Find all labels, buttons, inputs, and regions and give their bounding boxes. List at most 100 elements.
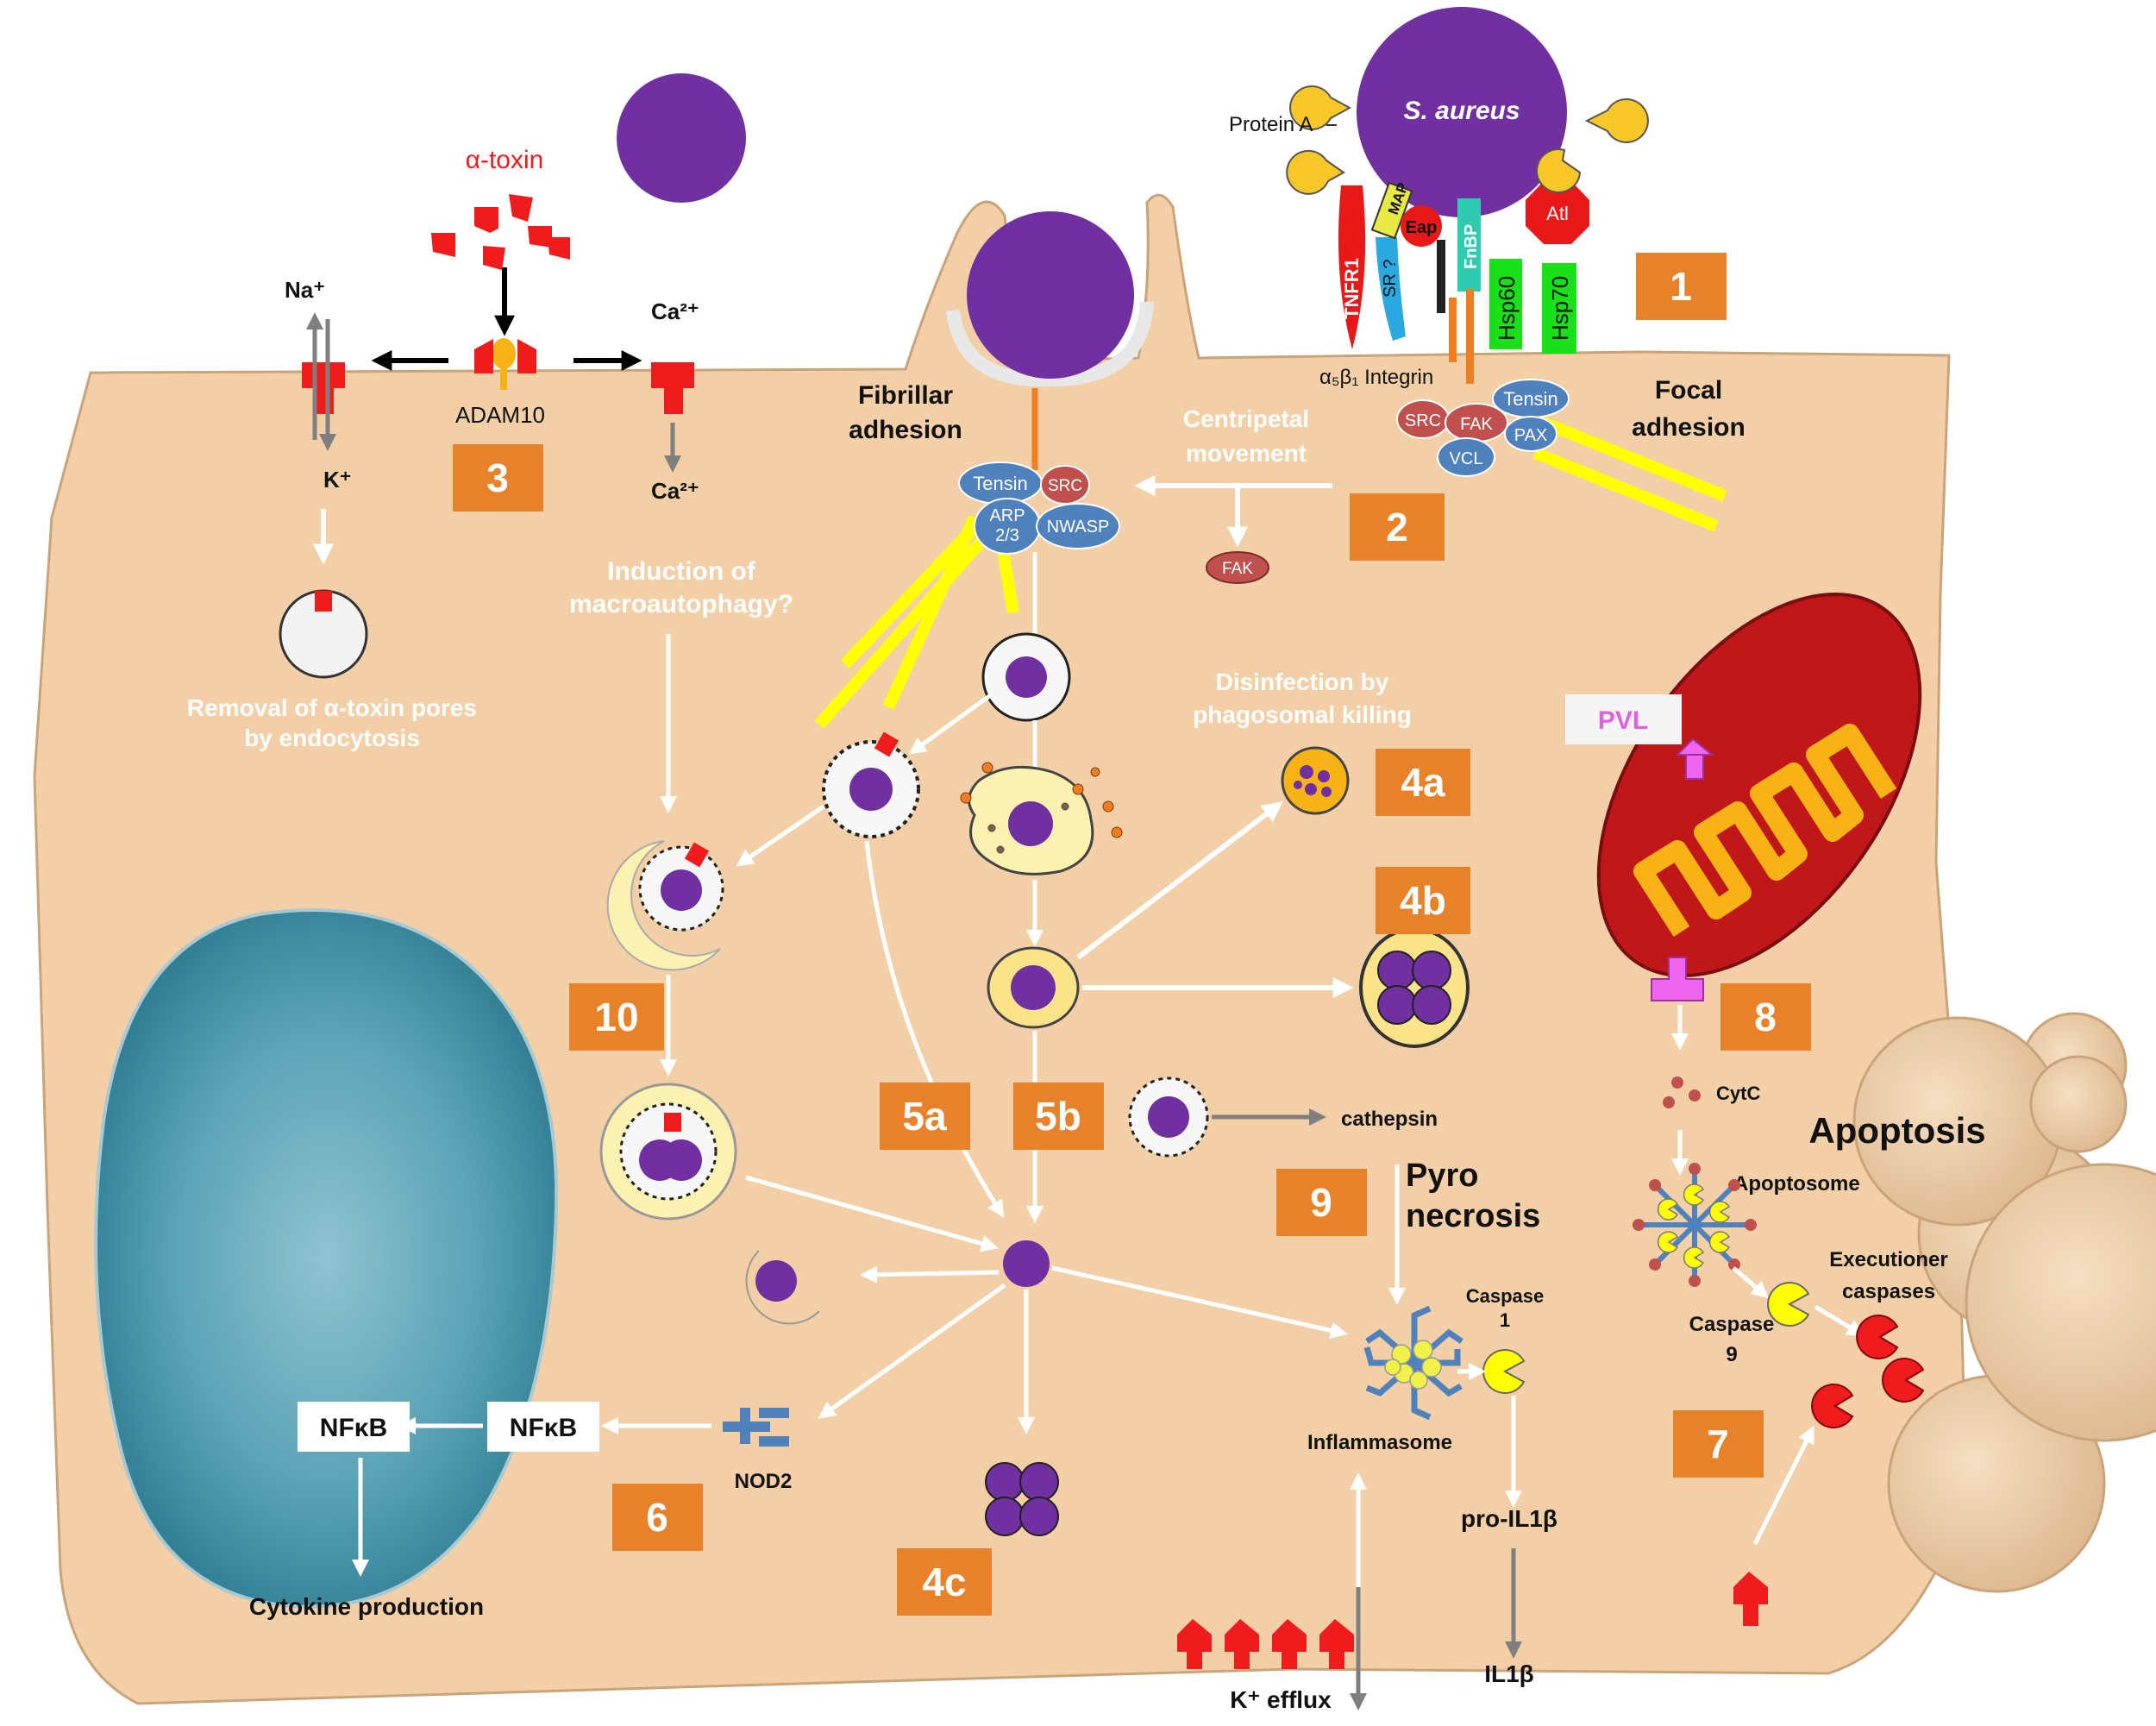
k-label: K⁺ [323,467,352,493]
damaged-vacuole-pore [874,731,899,757]
removal-label-2: by endocytosis [244,725,420,751]
sr-label: SR ? [1381,260,1400,298]
svg-text:4c: 4c [922,1560,966,1604]
executioner-label-2: caspases [1842,1280,1935,1303]
ca-top-label: Ca²⁺ [651,298,699,324]
nfkb-box-right [487,1402,599,1452]
cytosolic-bacterium [1003,1240,1050,1287]
cytc-label: CytC [1716,1083,1760,1104]
svg-text:4a: 4a [1401,760,1445,805]
escape-crescent [745,1250,820,1325]
focal-label-1: Focal [1655,376,1722,405]
cytokine-label: Cytokine production [249,1593,484,1620]
endocytic-pore [315,591,332,612]
fibrillar-adhesion-complex [958,461,1120,555]
fibrillar-cup [946,301,1154,387]
svg-text:7: 7 [1707,1422,1729,1466]
inflammasome-complex [1363,1305,1463,1421]
adam10-stem [500,355,507,390]
removal-label-1: Removal of α-toxin pores [187,694,477,721]
arrow-caspase9-executioner [1814,1304,1865,1337]
nod2-receptor [723,1408,789,1447]
fibrillar-src-label: SRC [1048,477,1082,495]
executioner-caspases [1811,1315,1925,1428]
apoptosome-label: Apoptosome [1733,1172,1860,1196]
inflammasome-label: Inflammasome [1307,1431,1452,1454]
alpha-toxin-label: α-toxin [466,146,544,174]
caspase1-label-1: Caspase [1466,1285,1545,1307]
svg-text:6: 6 [646,1495,668,1540]
arrow-pore-executioner [1752,1425,1814,1546]
integrin-orange [1466,289,1474,384]
step-boxes: 1 2 3 4a 4b 4c 5a 5b 6 7 8 9 10 [453,253,1811,1616]
centripetal-label-2: movement [1186,440,1307,467]
cathepsin-label: cathepsin [1341,1108,1438,1131]
arrow-vacuole-to-damaged [908,692,993,755]
disinfection-label-2: phagosomal killing [1193,701,1412,728]
nod2-label: NOD2 [735,1470,793,1493]
pyro-label-1: Pyro [1406,1158,1478,1194]
fibrillar-bacterium [967,211,1134,379]
eap-label: Eap [1406,218,1438,237]
focal-pax-label: PAX [1514,426,1548,445]
focal-tensin-label: Tensin [1503,388,1558,410]
step-2-box: 2 [1350,493,1445,561]
caspase1-label-2: 1 [1500,1309,1510,1331]
hsp60-receptor [1489,259,1522,349]
focal-src-label: SRC [1405,411,1441,430]
surface-receptors [1338,181,1589,384]
pyro-label-2: necrosis [1406,1198,1540,1234]
black-adapter [1437,240,1445,313]
pvl-label: PVL [1598,706,1648,735]
na-label: Na⁺ [285,277,325,303]
centripetal-label-1: Centripetal [1183,405,1309,432]
svg-text:9: 9 [1310,1180,1332,1225]
adam10-head [492,338,516,369]
atl-label: Atl [1546,203,1569,224]
ca-bottom-label: Ca²⁺ [651,478,699,504]
cytosolic-replicating-bacteria [985,1462,1059,1536]
induction-label-1: Induction of [607,557,756,586]
svg-text:10: 10 [594,995,638,1039]
killing-vesicle [1281,746,1350,815]
svg-text:1: 1 [1670,264,1692,309]
fibrillar-label-2: adhesion [849,416,962,444]
step-5a-box: 5a [880,1083,970,1150]
pro-il1b-label: pro-IL1β [1461,1505,1557,1532]
s-aureus-bacterium [1357,7,1567,217]
arrow-5a [864,840,1005,1218]
autophagosome-lower-bacterium-2 [661,1139,702,1181]
arrow-to-nod2 [818,1283,1006,1419]
fnbp-protein [1457,198,1481,292]
svg-text:3: 3 [486,455,509,500]
arrow-to-autophagy-escape [860,1265,1000,1284]
lysosome-granules [960,762,1123,854]
arrow-to-killing [1076,801,1283,960]
hsp70-label: Hsp70 [1547,276,1573,341]
fak-floating [1206,551,1269,584]
k-efflux-label: K⁺ efflux [1230,1686,1332,1713]
alpha-toxin-monomers [431,194,570,270]
step-5b-box: 5b [1013,1083,1104,1150]
svg-text:4b: 4b [1400,878,1446,923]
k-efflux-pores [1177,1619,1354,1669]
step-4c-box: 4c [897,1548,992,1616]
nucleus [94,908,559,1609]
cytc-dots [1663,1076,1701,1108]
induction-label-2: macroautophagy? [569,590,793,618]
focal-fak-label: FAK [1460,415,1493,434]
focal-adhesion-fibers [1532,417,1727,532]
map-protein [1370,181,1413,240]
nwasp-label: NWASP [1047,518,1110,537]
executioner-label-1: Executioner [1829,1248,1947,1271]
killed-bacteria-debris [1294,765,1332,797]
step-4a-box: 4a [1376,749,1470,816]
sr-receptor [1376,237,1406,341]
apoptosis-label: Apoptosis [1808,1110,1985,1151]
focal-label-2: adhesion [1632,413,1745,442]
autophagosome-upper-pore [684,842,710,868]
pvl-pore-bottom [1651,957,1704,1001]
step-3-box: 3 [453,444,543,512]
step-10-box: 10 [569,983,664,1051]
arrow-autophagy-to-center [745,1175,999,1252]
